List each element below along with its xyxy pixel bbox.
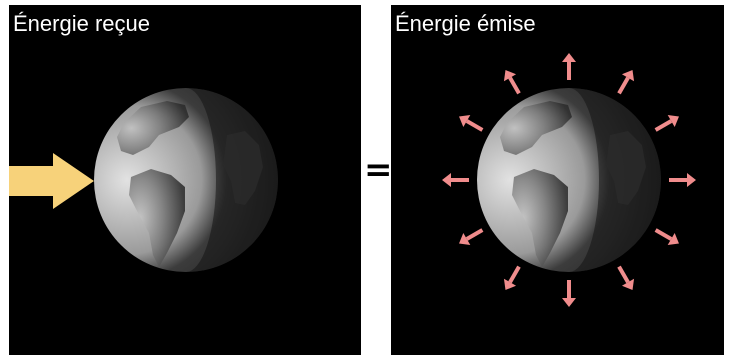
outgoing-arrow bbox=[442, 173, 469, 187]
outgoing-arrow bbox=[617, 70, 635, 95]
emitted-energy-illustration bbox=[442, 53, 696, 307]
outgoing-arrow bbox=[503, 265, 521, 290]
africa-shape bbox=[223, 131, 263, 205]
north-america-shape bbox=[117, 101, 189, 155]
outgoing-arrow bbox=[503, 70, 521, 95]
received-energy-title: Énergie reçue bbox=[13, 11, 150, 36]
south-america-shape bbox=[512, 169, 568, 267]
africa-shape bbox=[606, 131, 646, 205]
earth-globe bbox=[94, 88, 278, 272]
equals-sign: = bbox=[364, 150, 393, 190]
outgoing-arrow bbox=[654, 114, 679, 132]
outgoing-arrow bbox=[459, 228, 484, 246]
outgoing-arrow bbox=[562, 280, 576, 307]
emitted-energy-panel: Énergie émise bbox=[391, 5, 724, 355]
received-energy-illustration bbox=[9, 88, 278, 272]
outgoing-arrow bbox=[617, 265, 635, 290]
south-america-shape bbox=[129, 169, 185, 267]
received-energy-panel: Énergie reçue bbox=[9, 5, 361, 355]
north-america-shape bbox=[500, 101, 572, 155]
outgoing-arrow bbox=[459, 114, 484, 132]
outgoing-arrow bbox=[562, 53, 576, 80]
earth-globe bbox=[477, 88, 661, 272]
incoming-energy-arrow bbox=[9, 153, 94, 209]
outgoing-arrow bbox=[654, 228, 679, 246]
outgoing-energy-arrows bbox=[442, 53, 696, 307]
outgoing-arrow bbox=[669, 173, 696, 187]
emitted-energy-title: Énergie émise bbox=[395, 11, 536, 36]
